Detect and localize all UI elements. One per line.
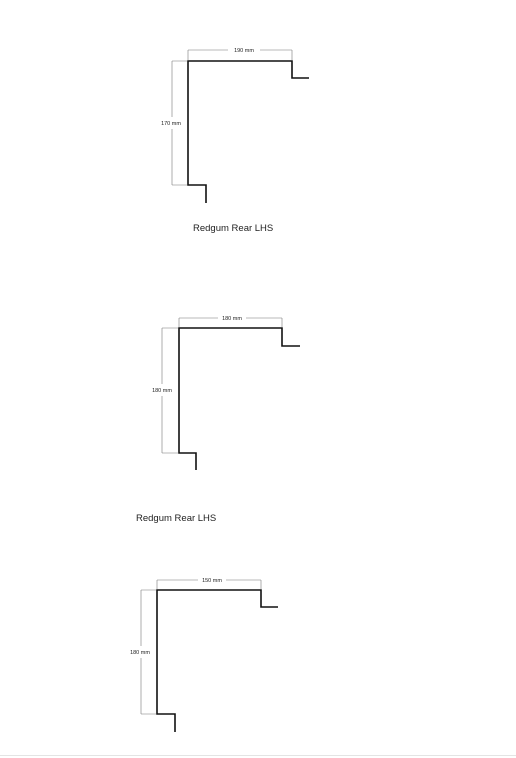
- height-dimension-label: 180 mm: [152, 388, 172, 394]
- height-dimension-label: 170 mm: [161, 121, 181, 127]
- width-dimension-label: 180 mm: [222, 316, 242, 322]
- flashing-diagram-3: 150 mm 180 mm: [130, 578, 278, 732]
- diagram-2-caption: Redgum Rear LHS: [136, 513, 217, 524]
- flashing-diagram-2: 180 mm 180 mm: [152, 316, 300, 470]
- width-dimension-label: 150 mm: [202, 578, 222, 584]
- flashing-profile: [187, 60, 309, 203]
- height-dimension-line: [161, 327, 178, 454]
- flashing-profile: [178, 327, 300, 470]
- flashing-diagram-1: 190 mm 170 mm: [161, 48, 309, 203]
- width-dimension-line: [187, 49, 293, 60]
- page-bottom-divider: [0, 755, 516, 756]
- width-dimension-label: 190 mm: [234, 48, 254, 54]
- height-dimension-label: 180 mm: [130, 650, 150, 656]
- diagram-1-caption: Redgum Rear LHS: [193, 223, 274, 234]
- height-dimension-line: [171, 60, 187, 186]
- width-dimension-line: [156, 579, 262, 589]
- width-dimension-line: [178, 317, 283, 327]
- flashing-profile: [156, 589, 278, 732]
- height-dimension-line: [140, 589, 156, 715]
